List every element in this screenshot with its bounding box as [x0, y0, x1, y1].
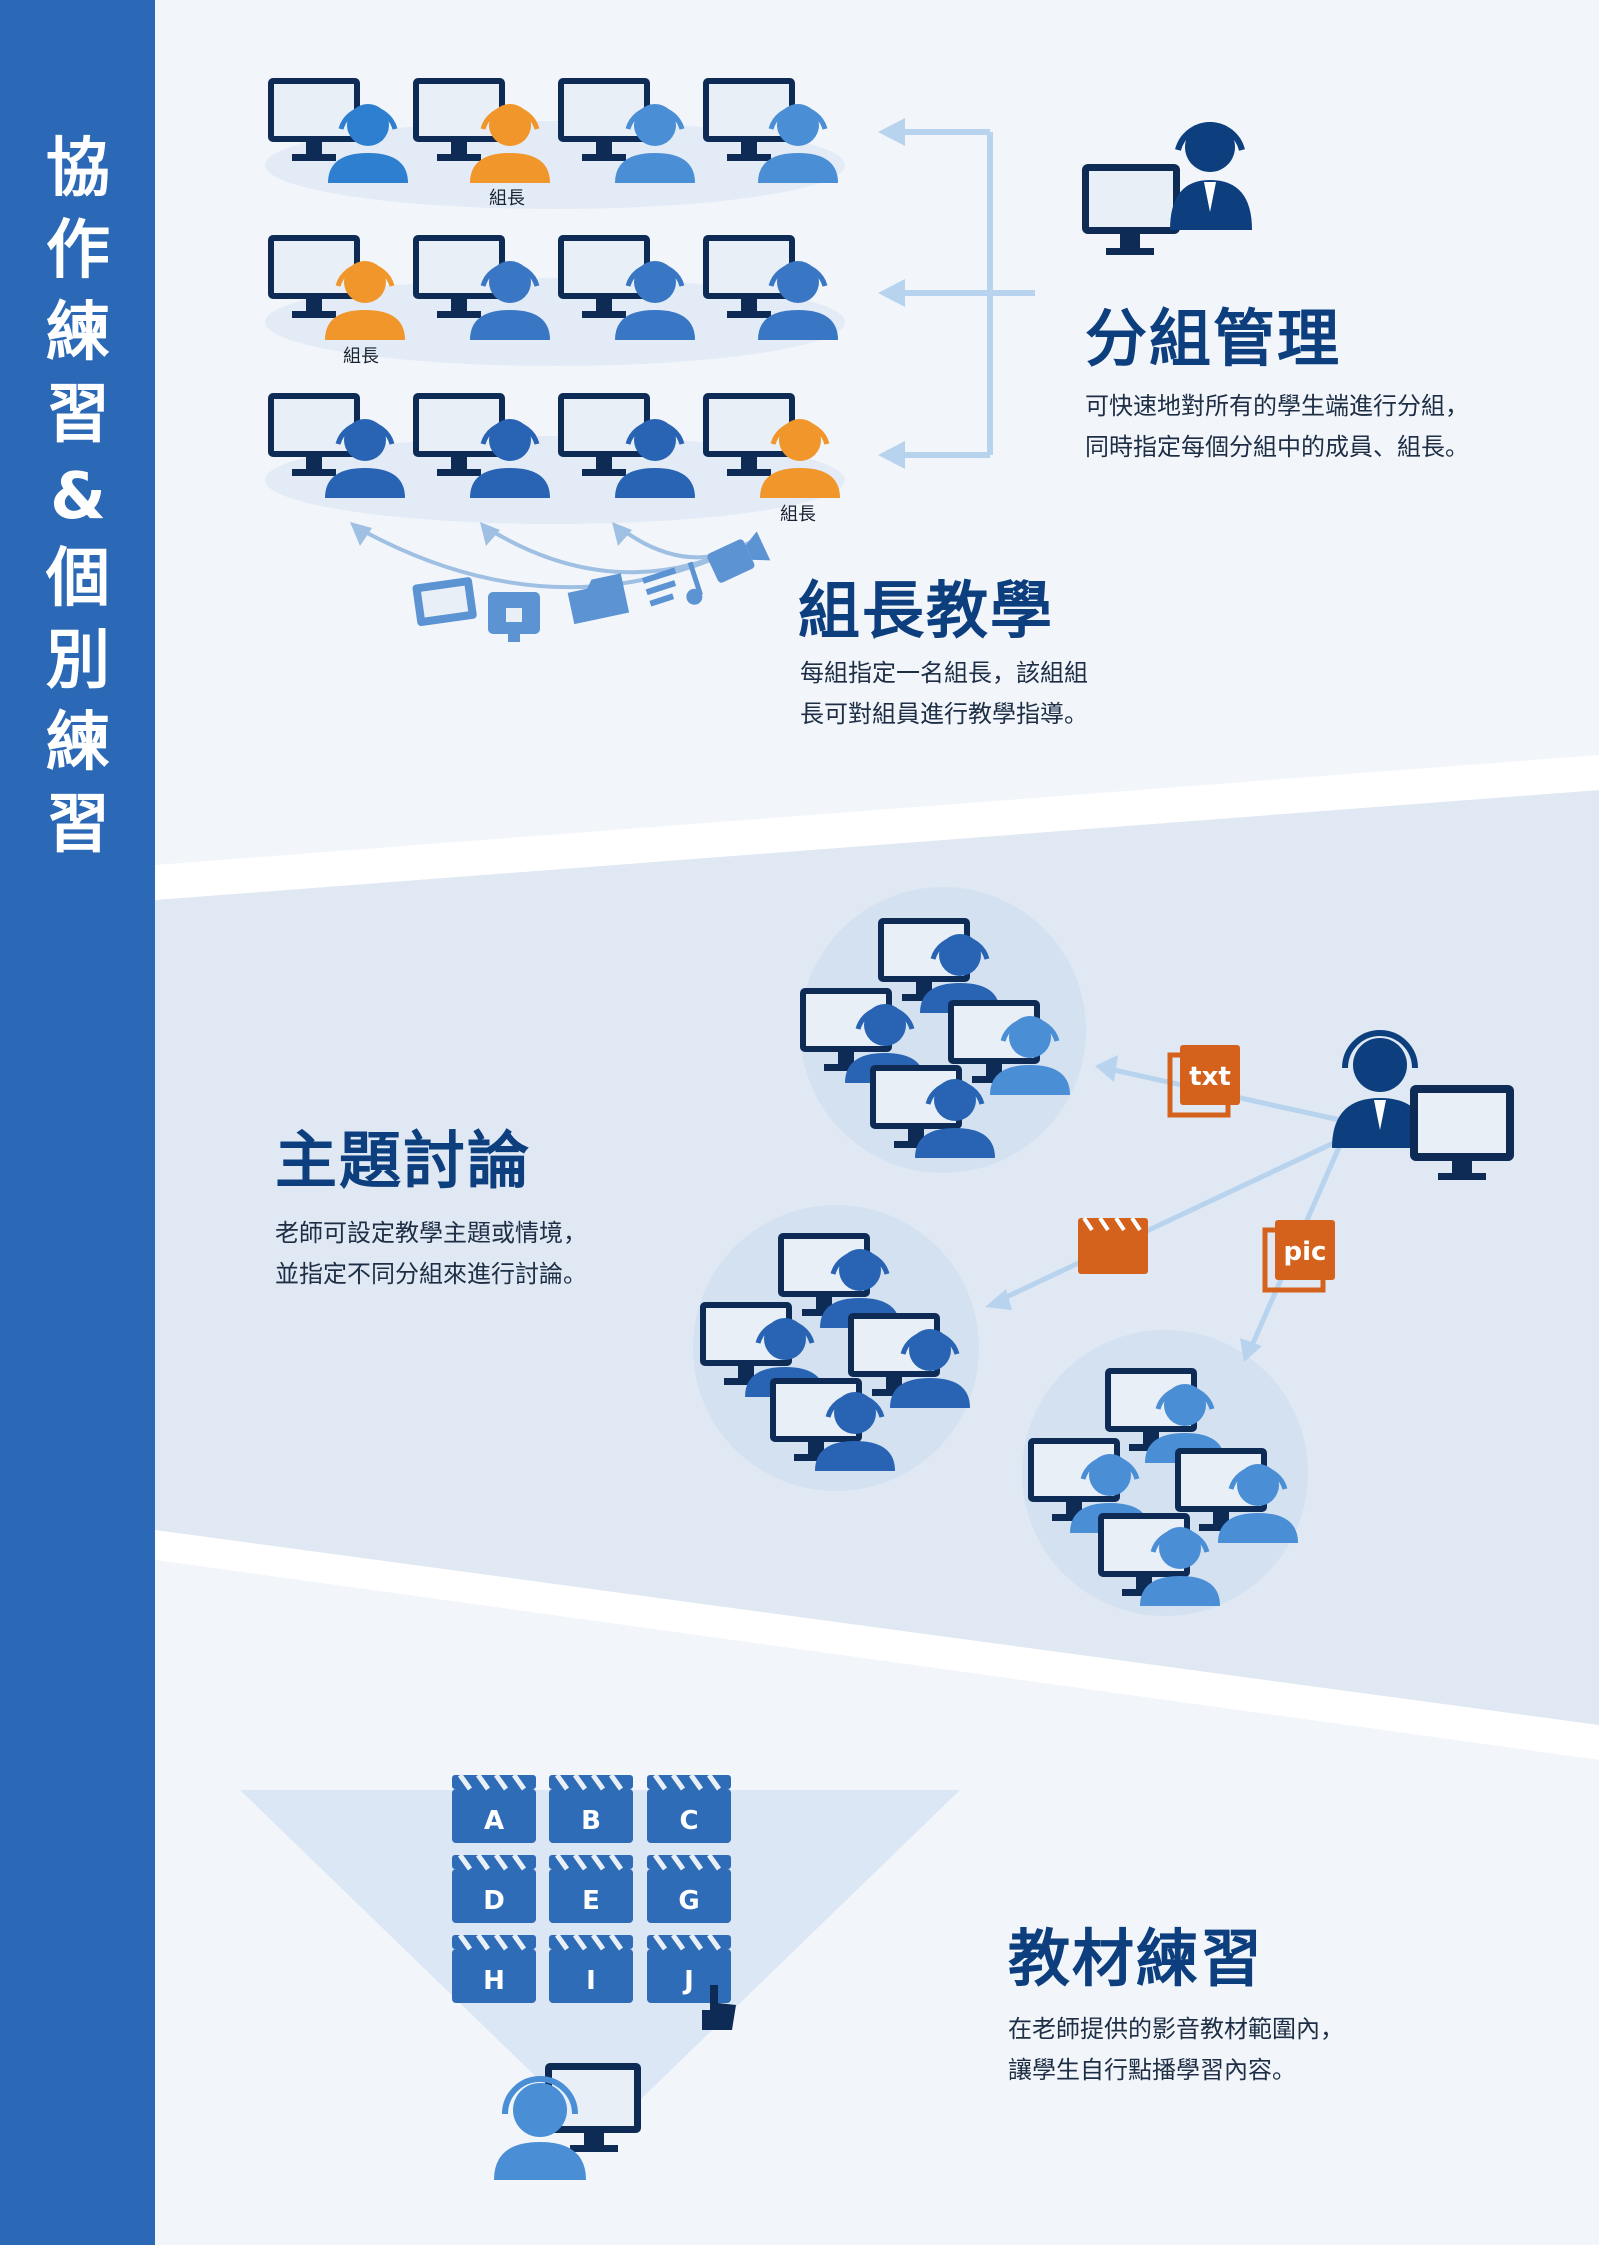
pic-label: pic: [1284, 1237, 1327, 1267]
material-tile-D: D: [452, 1855, 536, 1923]
group-mgmt-desc: 可快速地對所有的學生端進行分組， 同時指定每個分組中的成員、組長。: [1085, 392, 1469, 461]
vertical-title: 協 作 練 習 & 個 別 練 習: [38, 128, 118, 866]
vertical-title-char: 練: [46, 296, 110, 370]
topic-discussion-title: 主題討論: [275, 1124, 532, 1197]
video-clip-icon: [1078, 1216, 1148, 1274]
sidebar: [0, 0, 155, 2245]
vertical-title-char: 個: [46, 542, 110, 616]
assignment-arrows: [895, 129, 1035, 458]
discussion-group-3: [1022, 1330, 1308, 1616]
svg-text:A: A: [484, 1806, 504, 1836]
topic-discussion-desc: 老師可設定教學主題或情境， 並指定不同分組來進行討論。: [275, 1219, 587, 1288]
svg-text:D: D: [483, 1886, 505, 1916]
svg-text:J: J: [682, 1966, 694, 1996]
vertical-title-char: 練: [46, 706, 110, 780]
txt-label: txt: [1189, 1062, 1231, 1092]
divider-bottom: [155, 1530, 1599, 1760]
leader-label: 組長: [780, 504, 816, 525]
discussion-group-1: [800, 887, 1086, 1173]
leader-teach-title: 組長教學: [798, 574, 1055, 647]
group-row-shadow: [265, 278, 845, 366]
group-mgmt-title: 分組管理: [1085, 302, 1342, 375]
svg-text:I: I: [586, 1966, 596, 1996]
vertical-title-char: 習: [46, 788, 110, 862]
student-icon: [494, 2063, 641, 2180]
material-practice-title: 教材練習: [1008, 1922, 1265, 1995]
material-grid: A B C D E G H I J: [452, 1775, 731, 2003]
pic-file-icon: pic: [1262, 1220, 1335, 1293]
vertical-title-char: 別: [46, 624, 110, 698]
music-icon: [642, 561, 703, 607]
material-practice-desc: 在老師提供的影音教材範圍內， 讓學生自行點播學習內容。: [1008, 2015, 1344, 2084]
vertical-title-char: 作: [46, 214, 110, 288]
leader-label: 組長: [489, 188, 525, 209]
hand-cursor-icon: [702, 1985, 736, 2030]
film-icon: [412, 577, 477, 627]
group-row-shadow: [265, 436, 845, 524]
media-icons: [412, 531, 771, 642]
material-tile-B: B: [549, 1775, 633, 1843]
svg-text:H: H: [483, 1966, 505, 1996]
leader-teach-desc: 每組指定一名組長，該組組 長可對組員進行教學指導。: [800, 659, 1088, 728]
txt-file-icon: txt: [1167, 1045, 1240, 1118]
discussion-group-2: [693, 1205, 979, 1491]
svg-text:E: E: [582, 1886, 600, 1916]
material-tile-G: G: [647, 1855, 731, 1923]
svg-text:C: C: [679, 1806, 698, 1836]
svg-text:B: B: [581, 1806, 601, 1836]
material-tile-E: E: [549, 1855, 633, 1923]
vertical-title-char: 協: [46, 132, 110, 206]
vertical-title-char: 習: [46, 378, 110, 452]
teacher-icon: [1332, 1030, 1514, 1180]
video-camera-icon: [707, 531, 771, 583]
material-tile-J: J: [647, 1935, 731, 2003]
material-tile-I: I: [549, 1935, 633, 2003]
divider-top: [155, 755, 1599, 900]
folder-icon: [567, 573, 630, 625]
material-tile-C: C: [647, 1775, 731, 1843]
teacher-icon: [1082, 122, 1252, 255]
lock-icon: [488, 592, 540, 642]
material-tile-H: H: [452, 1935, 536, 2003]
material-tile-A: A: [452, 1775, 536, 1843]
svg-text:G: G: [678, 1886, 699, 1916]
group-row-shadow: [265, 121, 845, 209]
vertical-title-char: &: [50, 460, 106, 534]
leader-label: 組長: [343, 346, 379, 367]
